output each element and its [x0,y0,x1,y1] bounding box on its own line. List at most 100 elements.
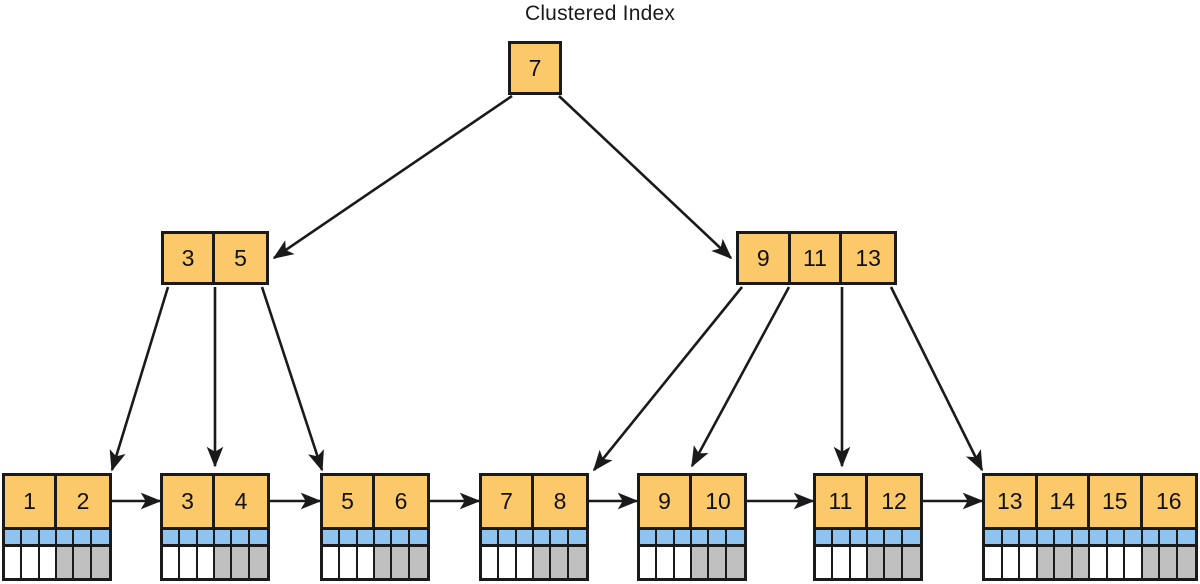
leaf-record-cell [568,547,586,578]
leaf-record-cell [22,547,40,578]
leaf-key-cell[interactable]: 13 [985,476,1038,527]
index-key-cell[interactable]: 9 [739,234,791,282]
leaf-slot-header-cell [985,530,1003,544]
leaf-record-cell [1055,547,1073,578]
leaf-record-row [985,547,1195,578]
leaf-page-body [637,530,747,581]
leaf-key-cell[interactable]: 10 [692,476,744,527]
leaf-slot-header-cell [249,530,267,544]
leaf-record-cell [1002,547,1020,578]
leaf-key-cell[interactable]: 2 [57,476,109,527]
index-key-cell[interactable]: 5 [215,234,266,282]
child-pointer-arrow [558,95,733,260]
leaf-key-cell[interactable]: 15 [1090,476,1143,527]
leaf-key-cell[interactable]: 16 [1142,476,1195,527]
leaf-record-cell [985,547,1003,578]
leaf-slot-header-cell [568,530,586,544]
leaf-record-cell [392,547,410,578]
leaf-key-cell[interactable]: 6 [375,476,427,527]
leaf-record-cell [657,547,675,578]
leaf-page-body [160,530,270,581]
leaf-slot-header-cell [1160,530,1178,544]
leaf-record-cell [674,547,692,578]
leaf-slot-header-cell [409,530,427,544]
leaf-slot-header-cell [22,530,40,544]
leaf-record-cell [885,547,903,578]
leaf-slot-header-row [816,530,920,547]
child-pointer-arrow [272,94,513,260]
leaf-record-cell [1037,547,1055,578]
leaf-record-row [163,547,267,578]
leaf-slot-header-cell [392,530,410,544]
leaf-page-body [320,530,430,581]
leaf-slot-header-row [323,530,427,547]
leaf-slot-header-cell [357,530,375,544]
leaf-slot-header-row [985,530,1195,547]
leaf-record-row [5,547,109,578]
leaf-slot-header-cell [867,530,886,544]
leaf-slot-header-cell [1072,530,1090,544]
leaf-page-body [479,530,589,581]
leaf-record-cell [74,547,92,578]
child-pointer-arrow [889,286,984,472]
leaf-slot-header-cell [674,530,692,544]
leaf-record-cell [323,547,341,578]
leaf-slot-header-cell [340,530,358,544]
leaf-key-cell[interactable]: 9 [640,476,692,527]
leaf-slot-header-cell [91,530,109,544]
leaf-record-cell [232,547,250,578]
leaf-record-cell [1142,547,1160,578]
leaf-slot-header-cell [1142,530,1160,544]
leaf-record-cell [640,547,658,578]
leaf-slot-header-cell [657,530,675,544]
leaf-slot-header-cell [39,530,57,544]
leaf-slot-header-row [640,530,744,547]
leaf-key-cell[interactable]: 8 [534,476,586,527]
leaf-slot-header-cell [640,530,658,544]
leaf-key-cell[interactable]: 5 [323,476,375,527]
leaf-key-cell[interactable]: 12 [868,476,920,527]
leaf-record-cell [499,547,517,578]
leaf-slot-header-cell [74,530,92,544]
leaf-record-cell [180,547,198,578]
leaf-slot-header-cell [1037,530,1055,544]
leaf-key-cell[interactable]: 4 [215,476,267,527]
index-key-cell[interactable]: 3 [164,234,215,282]
leaf-slot-header-row [5,530,109,547]
leaf-slot-header-cell [1020,530,1038,544]
leaf-key-cell[interactable]: 1 [5,476,57,527]
leaf-key-cell[interactable]: 7 [482,476,534,527]
index-key-cell[interactable]: 13 [842,234,894,282]
root-node-root[interactable]: 7 [508,41,562,95]
leaf-record-cell [533,547,552,578]
leaf-record-cell [357,547,375,578]
index-key-cell[interactable]: 7 [511,44,559,92]
leaf-key-cell[interactable]: 11 [816,476,868,527]
leaf-slot-header-cell [499,530,517,544]
leaf-slot-header-cell [1107,530,1125,544]
leaf-page-body [2,530,112,581]
leaf-key-cell[interactable]: 14 [1037,476,1090,527]
leaf-slot-header-cell [1002,530,1020,544]
leaf-record-cell [833,547,851,578]
leaf-page-body [982,530,1198,581]
child-pointer-arrow [690,286,791,468]
leaf-slot-header-cell [709,530,727,544]
leaf-key-cell[interactable]: 3 [163,476,215,527]
leaf-slot-header-row [163,530,267,547]
leaf-record-cell [867,547,886,578]
index-key-cell[interactable]: 11 [790,234,843,282]
leaf-slot-header-cell [691,530,710,544]
